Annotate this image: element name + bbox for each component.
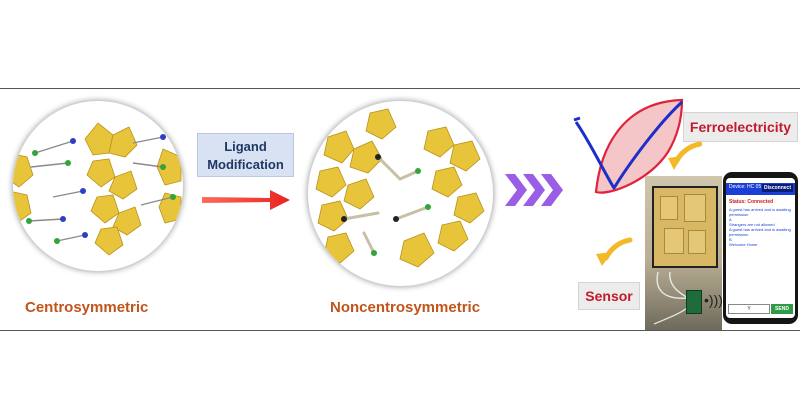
message-item: A guest has arrived and is awaiting perm…: [729, 207, 791, 217]
red-transformation-arrow: [202, 190, 290, 210]
chevron-3: [541, 174, 563, 206]
bottom-divider: [0, 330, 800, 331]
sensor-pad: [652, 186, 718, 268]
ferroelectricity-label: Ferroelectricity: [683, 112, 798, 142]
ligand-chains: [28, 136, 174, 242]
message-item: Strangers are not allowed: [729, 222, 775, 227]
message-item: Welcome Home: [729, 242, 758, 247]
blue-curve: [574, 100, 684, 190]
phone-screen: Device: HC 05 Disconnect Status: Connect…: [726, 178, 795, 318]
microcontroller-board: [686, 290, 702, 314]
centrosymmetric-structure: [12, 100, 184, 272]
ligand-modification-label: Ligand Modification: [197, 133, 294, 177]
send-button[interactable]: SEND: [771, 304, 793, 314]
ligand-atoms: [26, 134, 176, 244]
device-name: Device: HC 05: [729, 184, 762, 190]
message-item: A guest has arrived and is awaiting perm…: [729, 227, 791, 237]
hysteresis-loop: [573, 98, 684, 194]
send-row: Y SEND: [728, 304, 793, 314]
noncentrosymmetric-structure: [307, 100, 494, 287]
disconnect-button[interactable]: Disconnect: [762, 184, 793, 192]
ligand-chains-middle: [342, 155, 430, 255]
top-divider: [0, 88, 800, 89]
centrosymmetric-caption: Centrosymmetric: [25, 299, 149, 316]
message-item: B: [729, 237, 732, 242]
message-item: A: [729, 217, 732, 222]
polyhedra-cluster-middle: [315, 108, 485, 268]
noncentrosymmetric-caption: Noncentrosymmetric: [330, 299, 481, 316]
chevron-1: [505, 174, 527, 206]
polyhedra-cluster: [13, 122, 182, 256]
sensor-label: Sensor: [578, 282, 640, 310]
status-text: Status: Connected: [729, 199, 774, 205]
ligand-label-line2: Modification: [207, 157, 284, 172]
message-log: A guest has arrived and is awaiting perm…: [729, 207, 793, 247]
ligand-label-line1: Ligand: [224, 139, 267, 154]
device-bar: Device: HC 05 Disconnect: [726, 183, 795, 195]
progression-chevrons: [505, 174, 563, 206]
smartphone: Device: HC 05 Disconnect Status: Connect…: [723, 172, 798, 324]
pointer-arrow-to-sensor: [596, 237, 633, 266]
wireless-signal-icon: •))): [704, 292, 723, 308]
chevron-2: [523, 174, 545, 206]
pointer-arrow-to-hysteresis: [668, 141, 702, 170]
ligand-atoms-middle: [341, 154, 431, 256]
message-input[interactable]: Y: [728, 304, 770, 314]
